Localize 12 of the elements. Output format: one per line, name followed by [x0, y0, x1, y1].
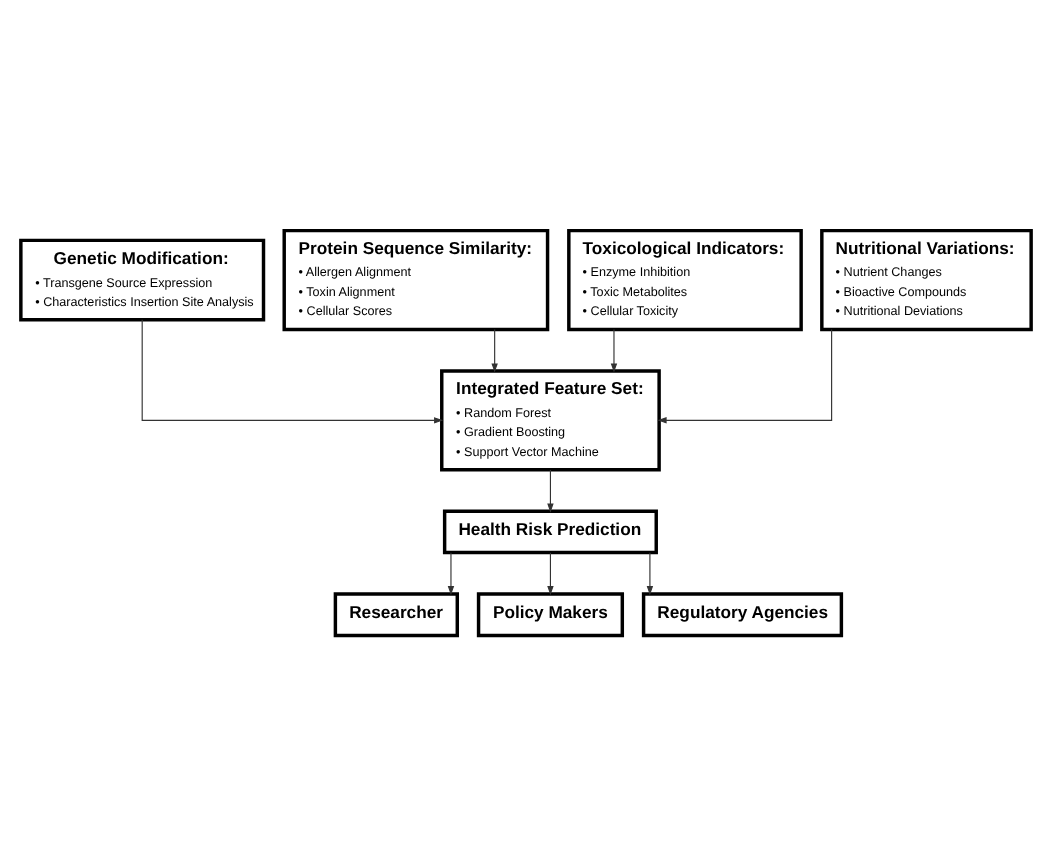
arrow	[141, 318, 444, 423]
node-box: Researcher	[333, 591, 459, 637]
arrow	[610, 327, 618, 372]
node-box: Regulatory Agencies	[641, 591, 844, 637]
arrow	[491, 327, 498, 372]
arrow	[646, 551, 654, 595]
arrow	[447, 551, 455, 595]
arrow	[547, 551, 554, 595]
arrow	[547, 468, 554, 512]
node-box: Health Risk Prediction	[442, 508, 658, 554]
arrow	[657, 327, 833, 423]
node-box: Policy Makers	[476, 591, 625, 637]
